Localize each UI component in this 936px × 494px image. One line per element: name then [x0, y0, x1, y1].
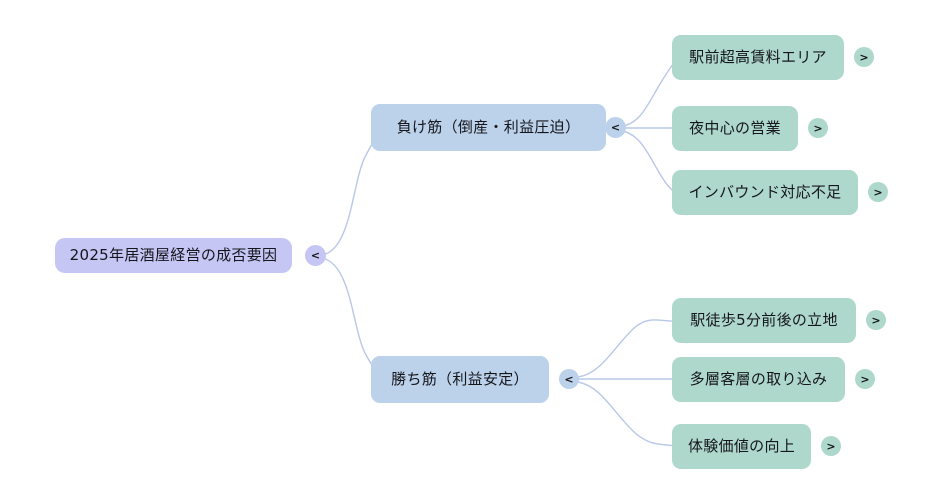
- mindmap-node-branch-2[interactable]: 勝ち筋（利益安定）: [371, 356, 549, 403]
- branch-1-leaf-3-expand-toggle-chevron-right-icon[interactable]: >: [868, 182, 888, 202]
- mindmap-node-branch-2-leaf-3-label: 体験価値の向上: [687, 437, 796, 455]
- mindmap-node-branch-1-leaf-3-label: インバウンド対応不足: [688, 183, 842, 201]
- mindmap-node-root[interactable]: 2025年居酒屋経営の成否要因: [55, 238, 292, 273]
- branch-2-leaf-2-expand-toggle-chevron-right-icon[interactable]: >: [855, 369, 875, 389]
- mindmap-node-branch-1-label: 負け筋（倒産・利益圧迫）: [396, 118, 581, 136]
- mindmap-node-branch-2-leaf-1[interactable]: 駅徒歩5分前後の立地: [672, 298, 856, 343]
- mindmap-node-branch-1-leaf-1[interactable]: 駅前超高賃料エリア: [672, 35, 844, 80]
- mindmap-node-branch-1-leaf-1-label: 駅前超高賃料エリア: [689, 48, 827, 66]
- branch-1-leaf-1-expand-toggle-chevron-right-icon[interactable]: >: [854, 47, 874, 67]
- mindmap-node-branch-2-leaf-2-label: 多層客層の取り込み: [689, 370, 828, 388]
- mindmap-node-branch-2-leaf-3[interactable]: 体験価値の向上: [672, 424, 811, 469]
- edge-branch-2-to-leaf-1: [577, 319, 677, 378]
- mindmap-node-branch-1-leaf-2-label: 夜中心の営業: [689, 119, 781, 137]
- branch-1-collapse-toggle-chevron-left-icon[interactable]: <: [605, 117, 626, 138]
- chevron-left-icon: <: [610, 121, 621, 134]
- mindmap-node-root-label: 2025年居酒屋経営の成否要因: [69, 246, 278, 264]
- chevron-left-icon: <: [310, 249, 321, 262]
- chevron-right-icon: >: [813, 121, 823, 135]
- mindmap-node-branch-2-leaf-2[interactable]: 多層客層の取り込み: [672, 357, 845, 402]
- mindmap-node-branch-2-label: 勝ち筋（利益安定）: [391, 370, 529, 388]
- branch-2-leaf-3-expand-toggle-chevron-right-icon[interactable]: >: [821, 436, 841, 456]
- root-collapse-toggle-chevron-left-icon[interactable]: <: [305, 245, 326, 266]
- chevron-right-icon: >: [859, 50, 869, 64]
- chevron-right-icon: >: [826, 439, 836, 453]
- mindmap-node-branch-1[interactable]: 負け筋（倒産・利益圧迫）: [371, 104, 606, 151]
- branch-2-collapse-toggle-chevron-left-icon[interactable]: <: [559, 369, 579, 389]
- edge-branch-2-to-leaf-3: [577, 381, 677, 447]
- mindmap-node-branch-2-leaf-1-label: 駅徒歩5分前後の立地: [690, 311, 838, 329]
- chevron-right-icon: >: [871, 313, 881, 327]
- chevron-left-icon: <: [564, 372, 574, 386]
- branch-2-leaf-1-expand-toggle-chevron-right-icon[interactable]: >: [866, 310, 886, 330]
- chevron-right-icon: >: [873, 185, 883, 199]
- branch-1-leaf-2-expand-toggle-chevron-right-icon[interactable]: >: [808, 118, 828, 138]
- edge-branch-1-to-leaf-1: [621, 59, 677, 127]
- mindmap-node-branch-1-leaf-2[interactable]: 夜中心の営業: [672, 106, 798, 151]
- chevron-right-icon: >: [860, 372, 870, 386]
- edge-branch-1-to-leaf-3: [621, 130, 677, 194]
- mindmap-node-branch-1-leaf-3[interactable]: インバウンド対応不足: [672, 170, 858, 215]
